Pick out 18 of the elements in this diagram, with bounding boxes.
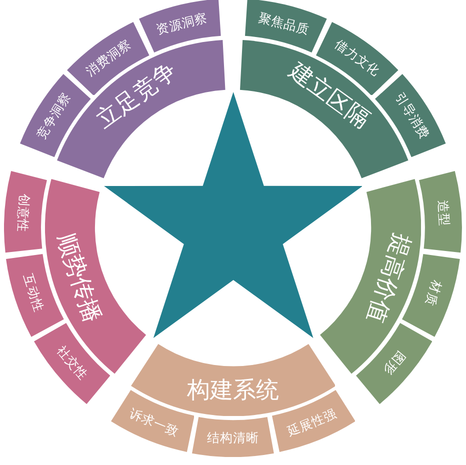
item-label: 借力文化 — [332, 37, 382, 78]
item-label: 引导消费 — [392, 91, 431, 142]
item-label: 造型 — [436, 200, 450, 227]
item-label: 延展性强 — [285, 408, 338, 439]
category-label: 构建系统 — [186, 379, 279, 402]
item-label: 互动性 — [20, 272, 45, 314]
item-label: 材质 — [423, 278, 444, 308]
category-label: 提高价值 — [362, 231, 414, 326]
item-label: 结构清晰 — [206, 432, 259, 445]
item-label: 创意性 — [15, 193, 31, 234]
item-label: 资源洞察 — [155, 11, 209, 36]
category-label: 顺势传播 — [52, 231, 104, 326]
item-label: 图形 — [381, 349, 408, 378]
item-label: 消费洞察 — [84, 37, 134, 78]
item-label: 竞争洞察 — [35, 91, 74, 142]
item-label: 社交性 — [54, 344, 90, 382]
item-label: 诉求一致 — [128, 408, 181, 439]
item-label: 聚焦品质 — [257, 11, 311, 36]
